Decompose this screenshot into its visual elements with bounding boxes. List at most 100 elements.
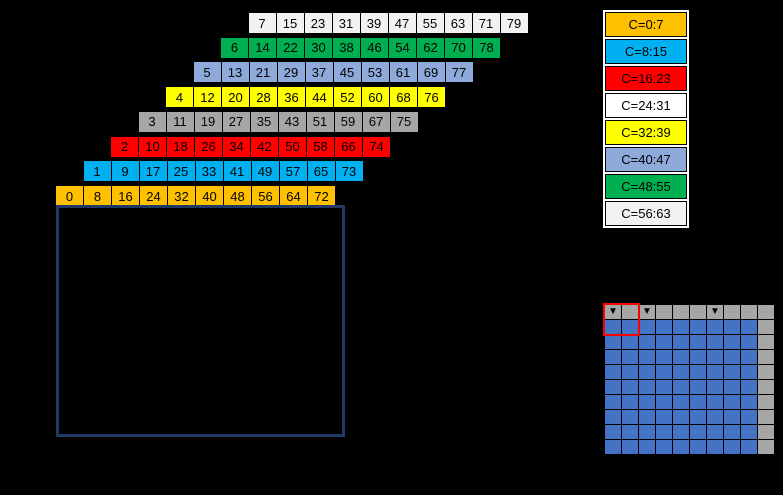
grid-cell xyxy=(690,410,706,424)
memory-address-cell: 1 xyxy=(82,160,112,183)
memory-address-cell: 64 xyxy=(279,185,308,207)
grid-cell xyxy=(690,365,706,379)
memory-address-cell: 58 xyxy=(306,135,335,158)
memory-address-cell: 9 xyxy=(110,160,140,183)
memory-address-cell: 75 xyxy=(389,110,419,133)
grid-cell xyxy=(656,395,672,409)
grid-cell xyxy=(724,425,740,439)
grid-cell xyxy=(758,350,774,364)
memory-address-cell: 2 xyxy=(110,135,139,158)
memory-address-cell: 15 xyxy=(275,12,305,34)
grid-cell xyxy=(758,320,774,334)
grid-cell xyxy=(724,410,740,424)
grid-cell xyxy=(673,320,689,334)
grid-cell xyxy=(741,380,757,394)
grid-cell xyxy=(656,425,672,439)
grid-cell xyxy=(673,425,689,439)
grid-cell xyxy=(724,320,740,334)
grid-cell xyxy=(690,440,706,454)
memory-address-cell: 18 xyxy=(166,135,195,158)
grid-cell xyxy=(707,335,723,349)
memory-address-cell: 34 xyxy=(222,135,251,158)
grid-cell xyxy=(605,335,621,349)
column-marker-icon: ▼ xyxy=(707,305,723,319)
memory-address-cell: 7 xyxy=(247,12,277,34)
grid-cell xyxy=(673,395,689,409)
memory-address-cell: 41 xyxy=(222,160,252,183)
memory-address-cell: 11 xyxy=(165,110,195,133)
memory-address-cell: 43 xyxy=(277,110,307,133)
memory-address-cell: 25 xyxy=(166,160,196,183)
grid-cell xyxy=(690,320,706,334)
tile-highlight-box xyxy=(603,303,640,336)
memory-address-cell: 79 xyxy=(499,12,529,34)
memory-address-cell: 14 xyxy=(248,36,277,59)
grid-header-cell xyxy=(690,305,706,319)
grid-cell xyxy=(724,380,740,394)
memory-address-cell: 51 xyxy=(305,110,335,133)
memory-address-cell: 27 xyxy=(221,110,251,133)
grid-cell xyxy=(605,410,621,424)
grid-header-cell xyxy=(741,305,757,319)
memory-address-cell: 36 xyxy=(277,86,306,109)
memory-address-cell: 71 xyxy=(471,12,501,34)
grid-cell xyxy=(707,350,723,364)
legend-item: C=56:63 xyxy=(605,201,687,226)
grid-cell xyxy=(707,425,723,439)
grid-cell xyxy=(639,410,655,424)
legend-item: C=0:7 xyxy=(605,12,687,37)
column-marker-icon: ▼ xyxy=(639,305,655,319)
grid-cell xyxy=(656,365,672,379)
memory-address-cell: 72 xyxy=(307,185,336,207)
memory-address-cell: 39 xyxy=(359,12,389,34)
memory-address-cell: 40 xyxy=(195,185,224,207)
grid-cell xyxy=(605,425,621,439)
memory-address-cell: 33 xyxy=(194,160,224,183)
grid-cell xyxy=(673,410,689,424)
grid-cell xyxy=(690,335,706,349)
memory-address-cell: 6 xyxy=(220,36,249,59)
grid-cell xyxy=(758,365,774,379)
memory-address-cell: 60 xyxy=(361,86,390,109)
memory-address-cell: 29 xyxy=(276,61,306,84)
grid-cell xyxy=(639,320,655,334)
memory-address-cell: 3 xyxy=(137,110,167,133)
memory-address-cell: 62 xyxy=(416,36,445,59)
grid-cell xyxy=(758,395,774,409)
grid-cell xyxy=(758,410,774,424)
memory-address-cell: 22 xyxy=(276,36,305,59)
memory-address-cell: 20 xyxy=(221,86,250,109)
grid-cell xyxy=(741,365,757,379)
grid-cell xyxy=(741,410,757,424)
grid-cell xyxy=(673,440,689,454)
memory-address-cell: 5 xyxy=(192,61,222,84)
memory-address-cell: 67 xyxy=(361,110,391,133)
grid-cell xyxy=(656,350,672,364)
memory-address-cell: 66 xyxy=(334,135,363,158)
memory-address-cell: 70 xyxy=(444,36,473,59)
grid-cell xyxy=(622,335,638,349)
legend-item: C=8:15 xyxy=(605,39,687,64)
memory-region-box xyxy=(56,205,345,437)
memory-address-cell: 21 xyxy=(248,61,278,84)
grid-cell xyxy=(707,395,723,409)
memory-address-cell: 52 xyxy=(333,86,362,109)
grid-cell xyxy=(690,380,706,394)
memory-address-cell: 63 xyxy=(443,12,473,34)
grid-header-cell xyxy=(758,305,774,319)
grid-cell xyxy=(605,440,621,454)
memory-address-cell: 4 xyxy=(165,86,194,109)
grid-cell xyxy=(741,335,757,349)
memory-address-cell: 65 xyxy=(306,160,336,183)
grid-cell xyxy=(639,335,655,349)
grid-cell xyxy=(741,320,757,334)
memory-address-cell: 35 xyxy=(249,110,279,133)
memory-address-cell: 12 xyxy=(193,86,222,109)
grid-cell xyxy=(690,395,706,409)
grid-cell xyxy=(639,395,655,409)
